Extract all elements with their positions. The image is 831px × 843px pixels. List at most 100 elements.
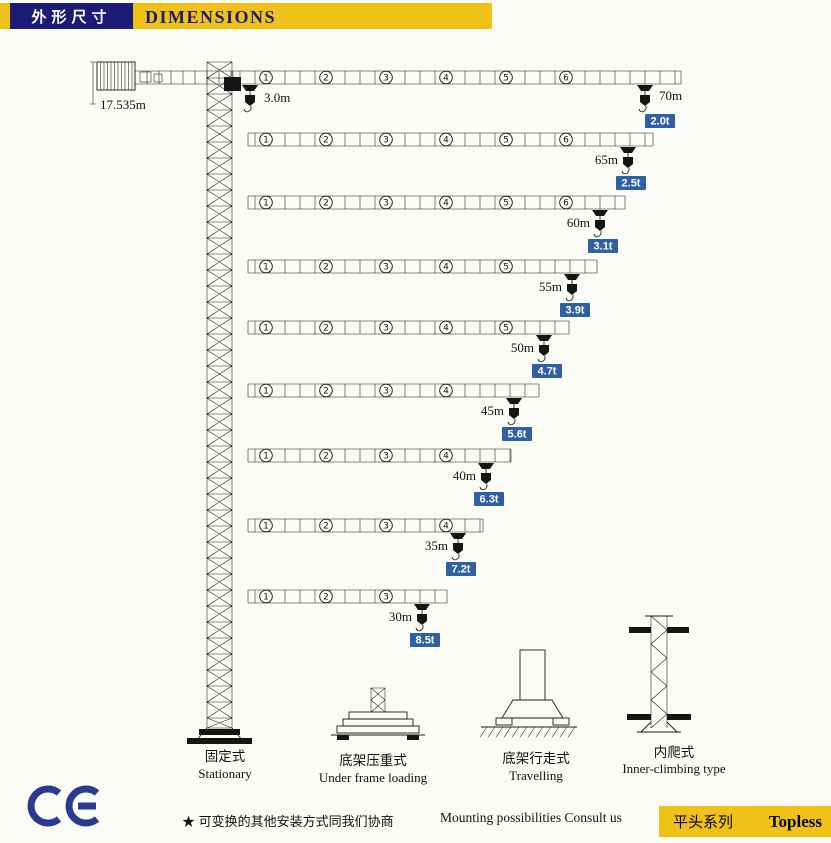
section-circle [259, 589, 273, 604]
section-circle [379, 518, 393, 533]
jib-section-number: 1 [263, 452, 269, 462]
section-circle [259, 383, 273, 398]
capacity-value: 5.6t [508, 429, 527, 441]
section-circle [439, 132, 453, 147]
jib-section-number: 3 [383, 324, 389, 334]
section-circle [439, 383, 453, 398]
hook-icon [414, 604, 430, 632]
series-name-en: Topless [768, 811, 822, 831]
jib-section-number: 1 [263, 593, 269, 603]
page-title-cn: 外形尺寸 [31, 8, 112, 26]
capacity-value: 6.3t [480, 494, 499, 506]
section-circle [379, 320, 393, 335]
jib-section-number: 3 [383, 593, 389, 603]
jib-section-number: 1 [263, 263, 269, 273]
capacity-value: 4.7t [538, 366, 557, 378]
section-circle [439, 518, 453, 533]
capacity-badge [645, 114, 675, 128]
section-circle [499, 259, 513, 274]
mounting-note-en: Mounting possibilities Consult us [440, 810, 622, 825]
capacity-badge [410, 633, 440, 647]
jib-section-number: 3 [383, 522, 389, 532]
hook-icon [506, 398, 522, 426]
jib-section-number: 5 [503, 263, 509, 273]
section-circle [379, 132, 393, 147]
jib-section-number: 2 [323, 199, 329, 209]
base-label-travelling-en: Travelling [509, 768, 563, 783]
jib-section-number: 3 [383, 199, 389, 209]
capacity-badge [616, 176, 646, 190]
jib-section-number: 4 [443, 452, 449, 462]
hook-icon [637, 85, 653, 113]
capacity-badge [446, 562, 476, 576]
section-circle [259, 195, 273, 210]
ce-mark-icon [27, 785, 100, 827]
jib-length-label: 70m [659, 88, 682, 103]
page-title-cn-box: 外形尺寸 [10, 3, 133, 29]
section-circle [259, 259, 273, 274]
page-title-en: DIMENSIONS [145, 6, 277, 27]
base-innerclimbing [627, 615, 691, 733]
jib-section-number: 3 [383, 387, 389, 397]
jib-length-label: 40m [453, 468, 476, 483]
section-circle [559, 195, 573, 210]
section-circle [319, 259, 333, 274]
section-circle [439, 448, 453, 463]
base-label-innerclimb-cn: 内爬式 [654, 745, 695, 760]
jib-section-number: 4 [443, 387, 449, 397]
series-name-cn: 平头系列 [673, 814, 734, 831]
capacity-value: 2.5t [622, 178, 641, 190]
section-circle [319, 132, 333, 147]
section-circle [559, 70, 573, 85]
section-circle [499, 195, 513, 210]
jib-section-number: 2 [323, 522, 329, 532]
capacity-badge [588, 239, 618, 253]
jib-length-label: 30m [389, 609, 412, 624]
section-circle [439, 259, 453, 274]
capacity-value: 2.0t [651, 116, 670, 128]
capacity-badge [502, 427, 532, 441]
jib-section-number: 3 [383, 136, 389, 146]
jib-section-number: 1 [263, 74, 269, 84]
jib-section-number: 4 [443, 324, 449, 334]
hook-icon [450, 533, 466, 561]
jib-section-number: 2 [323, 263, 329, 273]
section-circle [319, 589, 333, 604]
section-circle [499, 320, 513, 335]
base-travelling [479, 649, 577, 738]
jib-length-label: 60m [567, 215, 590, 230]
ground-hatch [479, 726, 576, 738]
base-label-stationary-en: Stationary [198, 766, 252, 781]
section-circle [379, 589, 393, 604]
hook-icon [592, 210, 608, 238]
jib-length-label: 65m [595, 152, 618, 167]
jib-section-number: 6 [563, 136, 569, 146]
section-circle [319, 195, 333, 210]
capacity-badge [532, 364, 562, 378]
jib-section-number: 1 [263, 387, 269, 397]
section-circle [319, 383, 333, 398]
jib-section-number: 1 [263, 324, 269, 334]
jib-section-number: 4 [443, 74, 449, 84]
section-circle [379, 448, 393, 463]
hook-icon [536, 335, 552, 363]
base-label-underframe-cn: 底架压重式 [339, 753, 407, 768]
base-label-stationary-cn: 固定式 [205, 749, 246, 764]
capacity-badge [560, 303, 590, 317]
base-label-travelling-cn: 底架行走式 [502, 751, 570, 766]
jib-section-number: 2 [323, 452, 329, 462]
jib-section-number: 2 [323, 136, 329, 146]
section-circle [259, 518, 273, 533]
jib-section-number: 1 [263, 136, 269, 146]
jib-section-number: 4 [443, 199, 449, 209]
jib-section-number: 4 [443, 522, 449, 532]
section-circle [379, 70, 393, 85]
section-circle [559, 132, 573, 147]
